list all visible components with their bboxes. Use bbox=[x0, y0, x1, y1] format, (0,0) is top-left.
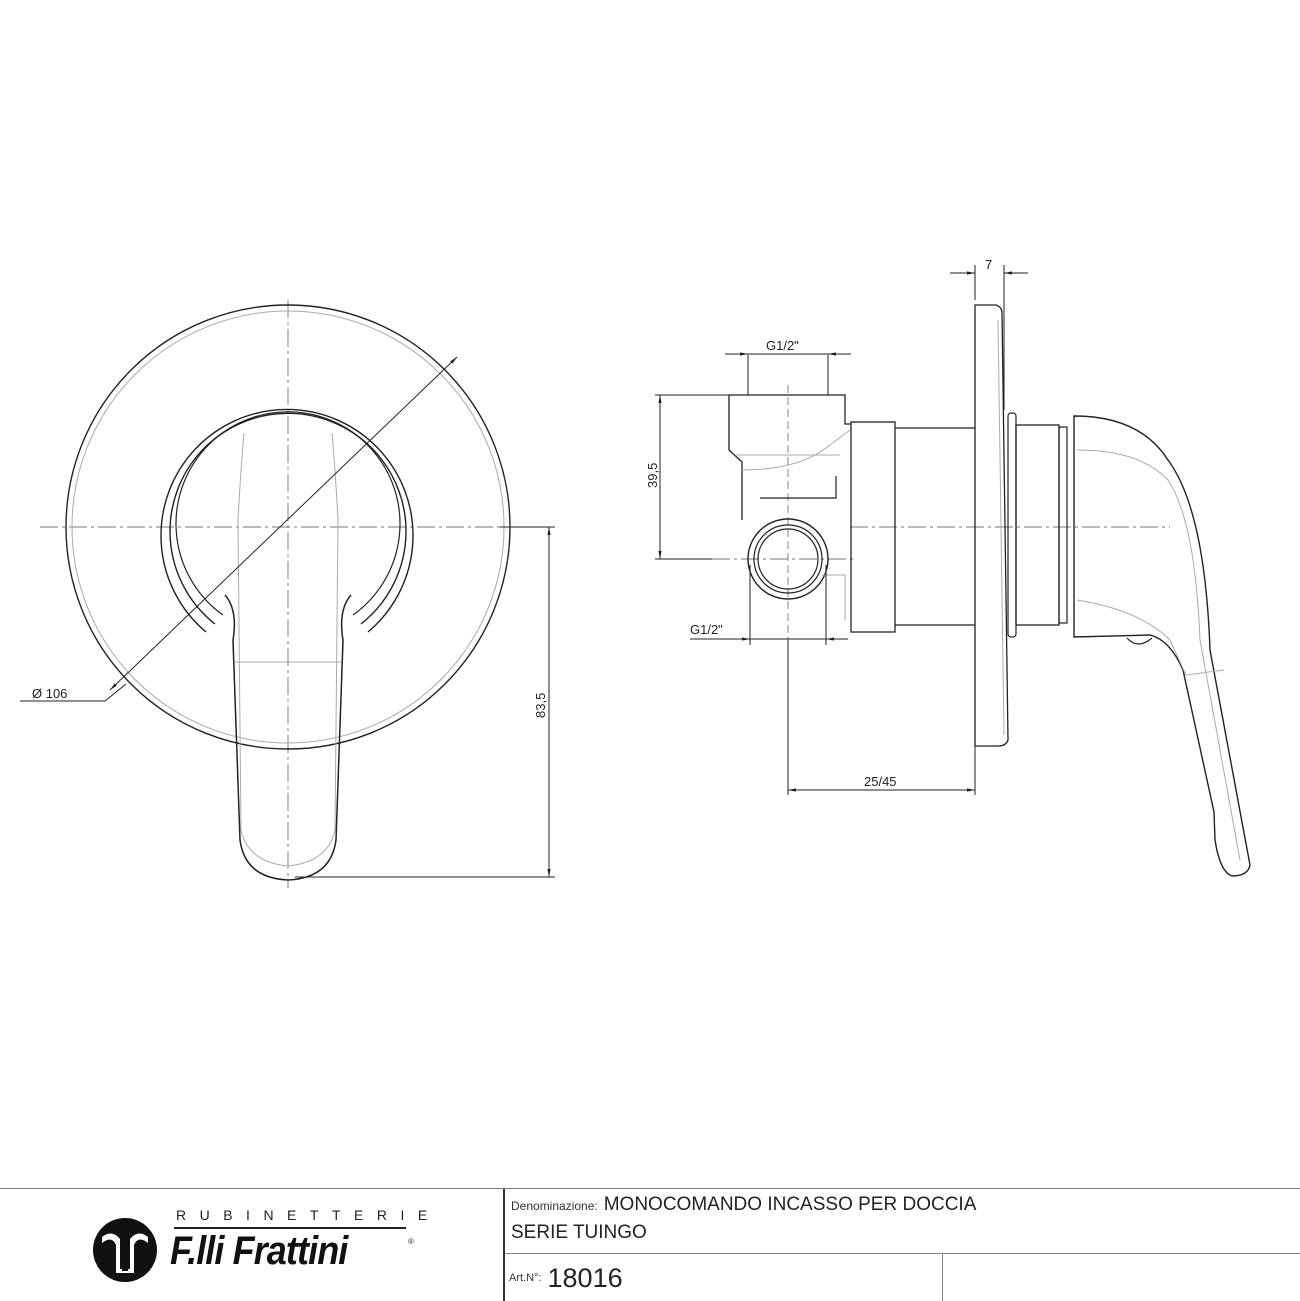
bottom-thread-label: G1/2" bbox=[690, 622, 723, 637]
title-info: Denominazione: MONOCOMANDO INCASSO PER DO… bbox=[505, 1189, 1300, 1301]
denomination-row: Denominazione: MONOCOMANDO INCASSO PER DO… bbox=[511, 1194, 976, 1216]
brand-tagline: RUBINETTERIE bbox=[176, 1207, 441, 1223]
diameter-label: Ø 106 bbox=[32, 686, 67, 701]
article-row: Art.N°: 18016 bbox=[509, 1263, 623, 1294]
brand-name: F.lli Frattini bbox=[170, 1229, 348, 1273]
registered-mark: ® bbox=[408, 1237, 414, 1246]
depth-label: 25/45 bbox=[864, 774, 897, 789]
article-number: 18016 bbox=[547, 1263, 623, 1293]
divider bbox=[503, 1189, 505, 1301]
divider bbox=[942, 1253, 943, 1301]
front-view bbox=[20, 300, 555, 888]
denomination-label: Denominazione: bbox=[511, 1199, 598, 1213]
technical-drawing: Ø 106 83,5 bbox=[20, 257, 1251, 888]
brand-logo: RUBINETTERIE F.lli Frattini ® bbox=[0, 1189, 500, 1301]
series-name: SERIE TUINGO bbox=[511, 1222, 647, 1243]
brand-rule bbox=[174, 1227, 406, 1229]
vertical-offset-label: 39,5 bbox=[645, 463, 660, 488]
height-label: 83,5 bbox=[533, 693, 548, 718]
side-view bbox=[655, 265, 1251, 877]
denomination-value: MONOCOMANDO INCASSO PER DOCCIA bbox=[603, 1194, 977, 1215]
faucet-emblem-icon bbox=[93, 1218, 157, 1282]
thickness-label: 7 bbox=[985, 257, 992, 272]
top-thread-label: G1/2" bbox=[766, 338, 799, 353]
title-block: RUBINETTERIE F.lli Frattini ® Denominazi… bbox=[0, 1188, 1300, 1301]
divider bbox=[505, 1253, 1300, 1254]
article-label: Art.N°: bbox=[509, 1272, 542, 1284]
